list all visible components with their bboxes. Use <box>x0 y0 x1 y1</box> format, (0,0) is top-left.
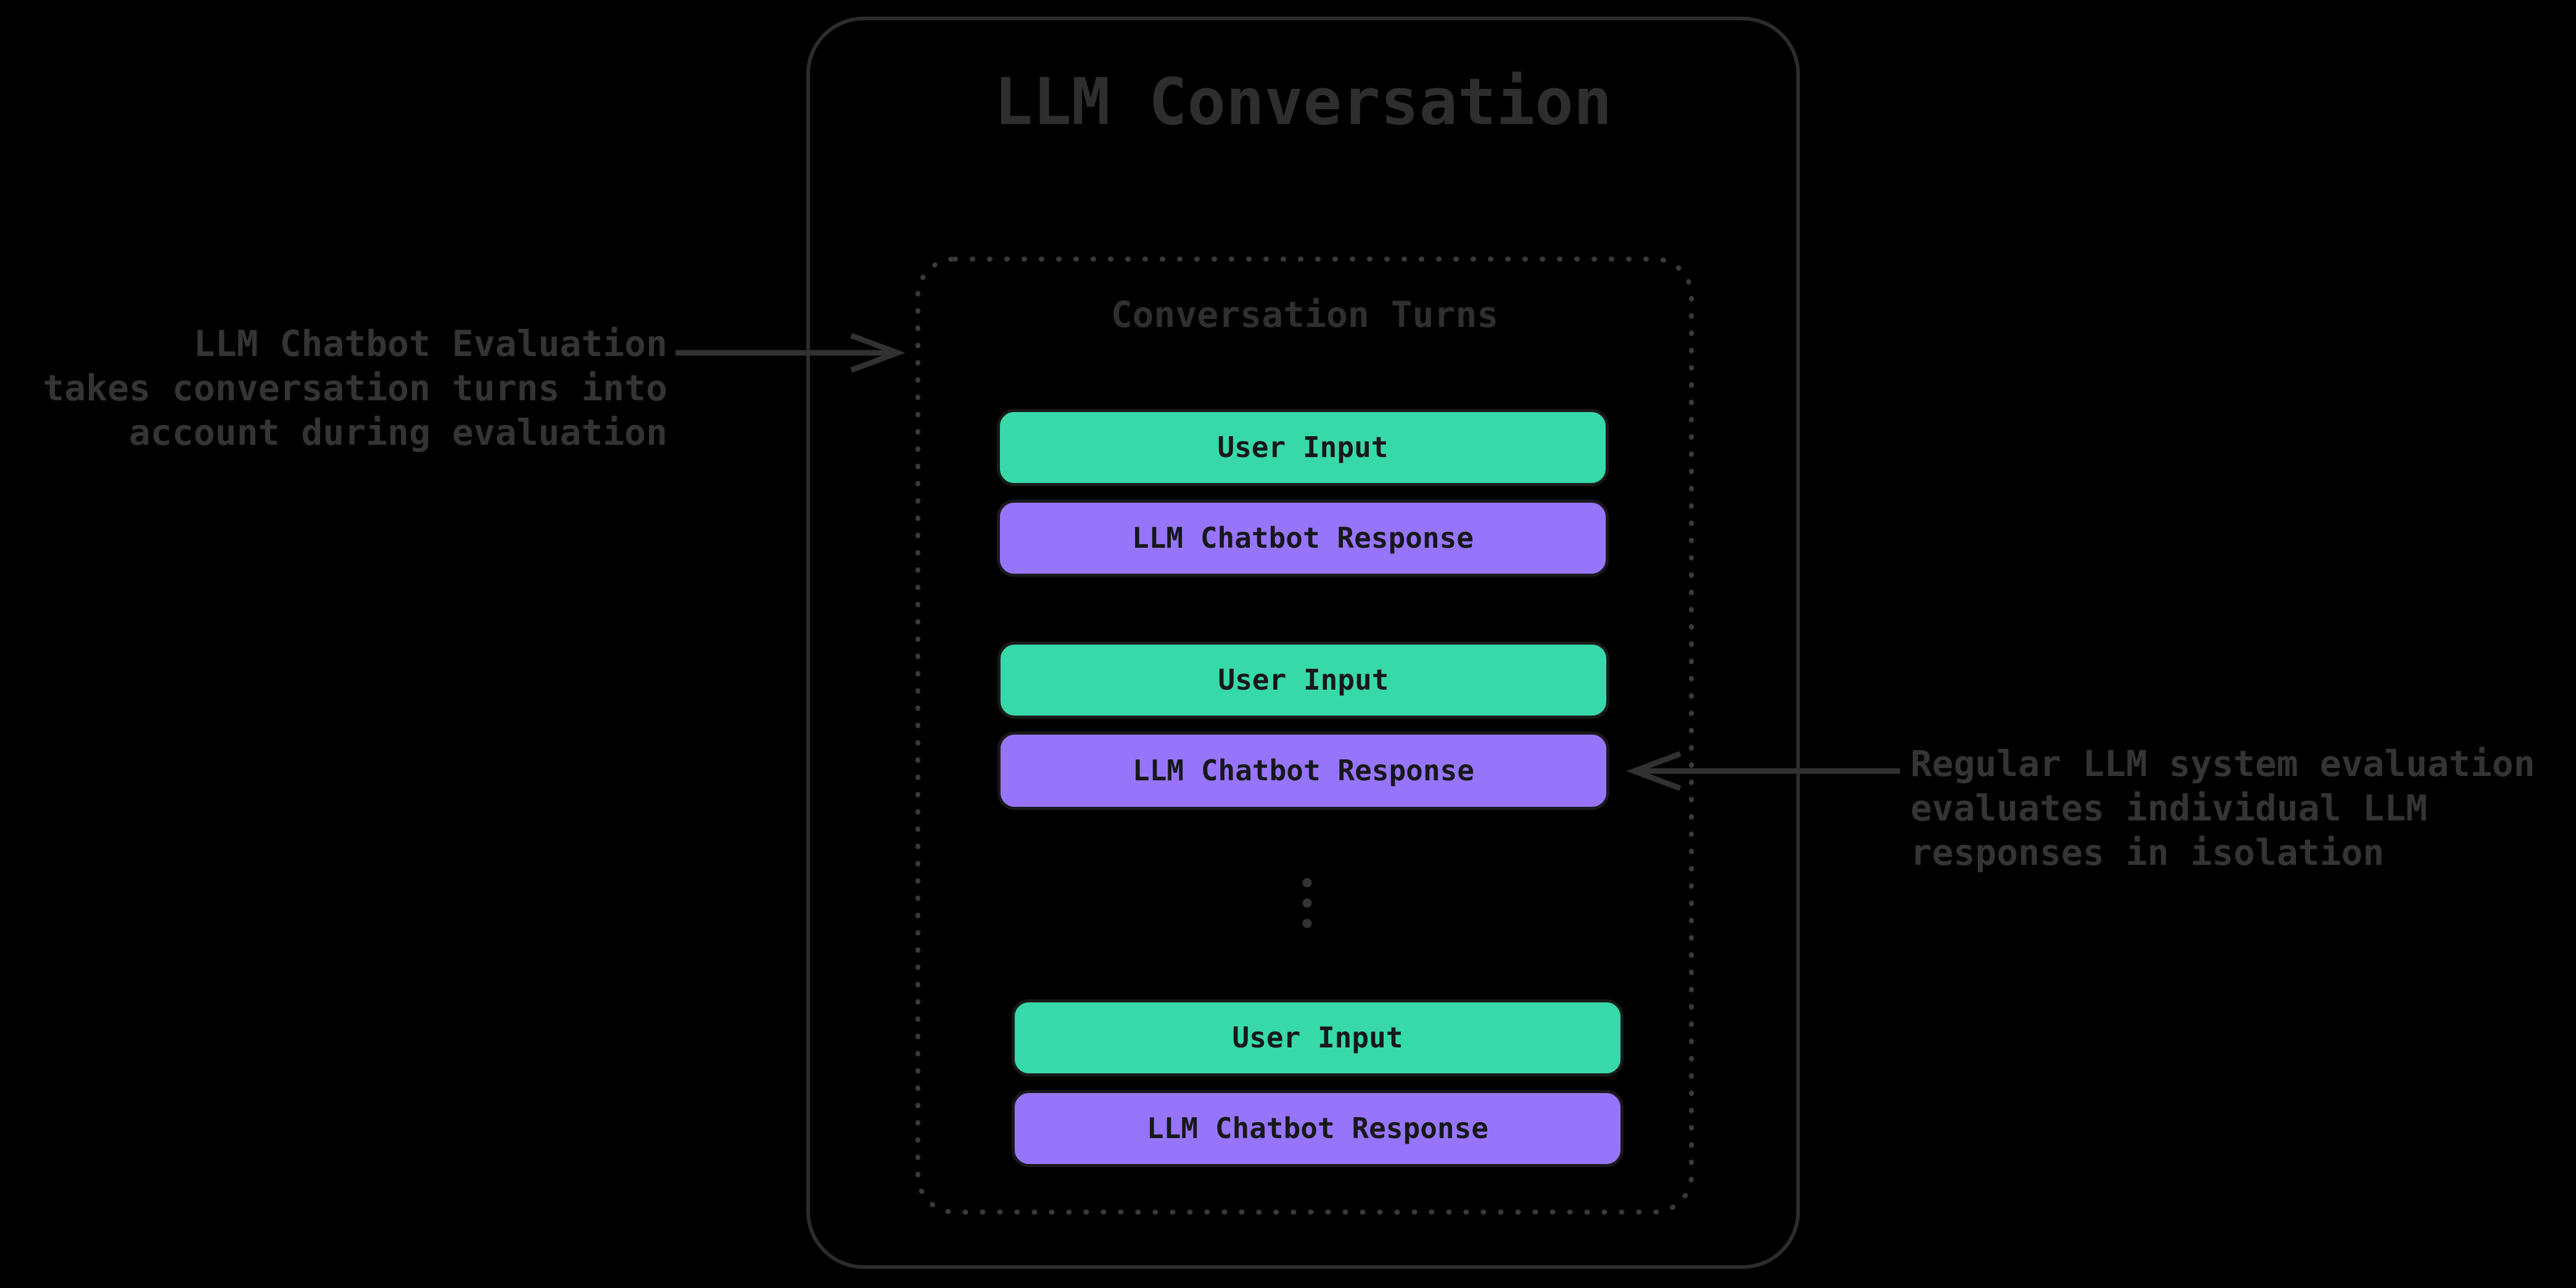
left-annotation: LLM Chatbot Evaluation takes conversatio… <box>43 321 667 455</box>
left-annotation-arrow <box>675 332 906 373</box>
left-annotation-line: LLM Chatbot Evaluation <box>193 323 667 365</box>
turn-3-chatbot-response-box: LLM Chatbot Response <box>1012 1090 1624 1167</box>
turn-3-user-input-box: User Input <box>1012 999 1624 1076</box>
right-annotation-line: evaluates individual LLM <box>1910 787 2428 829</box>
turn-2-chatbot-response-box: LLM Chatbot Response <box>997 732 1609 810</box>
left-annotation-line: takes conversation turns into <box>43 367 667 409</box>
turn-1-user-input-box: User Input <box>997 409 1609 486</box>
diagram-title: LLM Conversation <box>994 64 1612 139</box>
conversation-turns-label: Conversation Turns <box>1110 294 1499 336</box>
right-annotation: Regular LLM system evaluation evaluates … <box>1910 741 2535 875</box>
right-annotation-arrow <box>1626 751 1900 791</box>
right-annotation-line: Regular LLM system evaluation <box>1910 743 2535 785</box>
turn-2-user-input-box: User Input <box>997 642 1609 719</box>
conversation-container-border <box>806 17 1800 1269</box>
turn-1-chatbot-response-box: LLM Chatbot Response <box>997 500 1609 577</box>
left-annotation-line: account during evaluation <box>129 411 667 453</box>
right-annotation-line: responses in isolation <box>1910 832 2385 873</box>
more-turns-ellipsis-icon <box>1302 878 1312 928</box>
